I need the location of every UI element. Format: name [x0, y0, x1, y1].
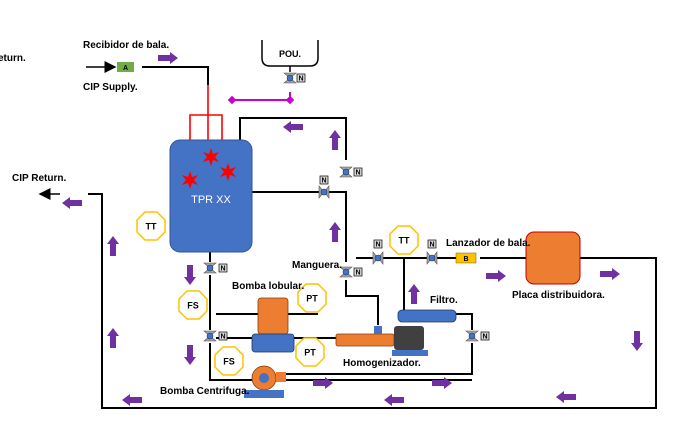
- valve-icon[interactable]: [203, 262, 217, 274]
- svg-text:N: N: [375, 242, 380, 249]
- flow-arrow: [122, 394, 142, 406]
- svg-text:B: B: [463, 256, 468, 263]
- filtro: [397, 309, 457, 323]
- svg-text:FS: FS: [187, 301, 199, 311]
- spray-ball-icon: [220, 163, 236, 181]
- svg-text:TT: TT: [146, 222, 157, 232]
- n-tag: N: [218, 331, 228, 341]
- n-tag: N: [353, 267, 363, 277]
- placa-label: Placa distribuidora.: [512, 290, 605, 301]
- recibidor-label: Recibidor de bala.: [83, 40, 169, 51]
- lanzador-label: Lanzador de bala.: [446, 238, 531, 249]
- spray-ball-icon: [203, 148, 219, 166]
- bomba-lobular: [251, 297, 295, 353]
- tag-b: B: [455, 252, 477, 264]
- valve-icon[interactable]: [318, 185, 330, 199]
- svg-text:N: N: [298, 76, 303, 83]
- n-tag: N: [480, 331, 490, 341]
- tank-tpr: TPR XX: [169, 139, 253, 253]
- valve-icon[interactable]: [372, 251, 384, 265]
- valve-icon[interactable]: [465, 330, 479, 342]
- svg-text:FS: FS: [223, 357, 235, 367]
- svg-text:N: N: [355, 270, 360, 277]
- flow-arrow: [329, 222, 341, 242]
- pt-instrument: PT: [295, 337, 325, 367]
- pou-line: [227, 92, 295, 105]
- flow-arrow: [62, 197, 82, 209]
- svg-text:N: N: [355, 170, 360, 177]
- flow-arrow: [184, 265, 196, 285]
- svg-text:PT: PT: [306, 294, 318, 304]
- valve-icon[interactable]: [426, 251, 438, 265]
- flow-arrow: [556, 391, 576, 403]
- n-tag: N: [218, 263, 228, 273]
- flow-arrow: [158, 52, 178, 64]
- flow-arrow: [631, 331, 643, 351]
- filtro-label: Filtro.: [430, 295, 458, 306]
- tag-a: A: [117, 62, 134, 72]
- instruments: TT TT FS FS PT PT: [136, 211, 419, 376]
- flow-arrow: [486, 270, 506, 282]
- bomba-centrifuga-label: Bomba Centrifuga.: [160, 386, 250, 397]
- placa-distribuidora: [525, 231, 581, 285]
- svg-text:N: N: [220, 334, 225, 341]
- n-tag: N: [353, 167, 363, 177]
- svg-text:N: N: [321, 178, 326, 185]
- bomba-centrifuga: [244, 365, 286, 398]
- tt-instrument: TT: [136, 211, 166, 241]
- n-tag: N: [319, 175, 329, 185]
- svg-text:N: N: [482, 334, 487, 341]
- n-tag: N: [427, 239, 437, 249]
- flow-arrow: [184, 345, 196, 365]
- homogenizador-label: Homogenizador.: [343, 358, 421, 369]
- flow-arrow: [329, 130, 341, 150]
- flow-arrow: [384, 394, 404, 406]
- bomba-lobular-label: Bomba lobular.: [232, 281, 304, 292]
- svg-text:N: N: [429, 242, 434, 249]
- flow-arrow: [600, 268, 620, 280]
- svg-text:PT: PT: [304, 348, 316, 358]
- n-tag: N: [296, 73, 306, 83]
- tank-label: TPR XX: [191, 194, 231, 206]
- flow-arrow: [408, 284, 420, 304]
- cip-return-cut-label: eturn.: [0, 53, 26, 64]
- fs-instrument: FS: [178, 290, 208, 320]
- flow-arrow: [313, 377, 333, 389]
- pou-label: POU.: [279, 49, 301, 59]
- valve-icon[interactable]: [339, 166, 353, 178]
- fs-instrument: FS: [214, 346, 244, 376]
- spray-ball-icon: [182, 171, 198, 189]
- spray-ball-icons: [182, 148, 236, 189]
- svg-text:TT: TT: [399, 236, 410, 246]
- flow-arrow: [283, 121, 303, 133]
- cip-return-label: CIP Return.: [12, 173, 66, 184]
- valve-icon[interactable]: [283, 72, 297, 84]
- cip-supply-label: CIP Supply.: [83, 82, 138, 93]
- svg-text:A: A: [123, 65, 128, 72]
- svg-text:N: N: [220, 266, 225, 273]
- flow-arrow: [107, 236, 119, 256]
- flow-arrow: [432, 377, 452, 389]
- valves: N N N N N N N N N: [203, 72, 490, 342]
- labels: eturn. Recibidor de bala. CIP Supply. CI…: [0, 40, 605, 397]
- flow-arrow: [107, 328, 119, 348]
- pou-vessel: POU.: [261, 40, 319, 72]
- n-tag: N: [373, 239, 383, 249]
- valve-icon[interactable]: [203, 330, 217, 342]
- pt-instrument: PT: [297, 283, 327, 313]
- manguera-label: Manguera.: [292, 260, 342, 271]
- tt-instrument: TT: [389, 225, 419, 255]
- homogenizador: [335, 326, 428, 356]
